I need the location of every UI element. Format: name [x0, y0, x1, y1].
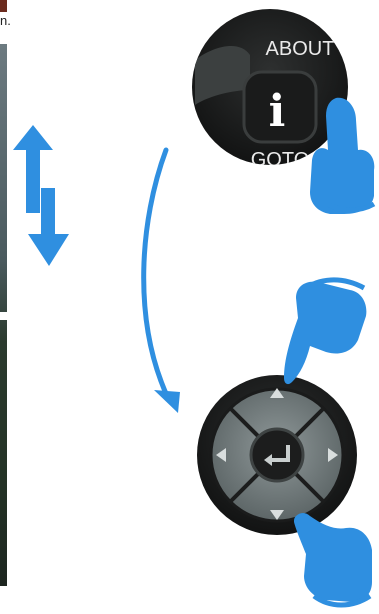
up-down-arrows-icon — [13, 125, 69, 266]
remote-info-button-closeup: i ABOUT GOTO — [192, 9, 348, 171]
goto-label: GOTO — [251, 149, 310, 171]
enter-button[interactable] — [251, 429, 303, 481]
pointing-hand-icon — [284, 280, 366, 384]
remote-dpad — [197, 375, 357, 535]
curved-arrow-icon — [144, 150, 180, 413]
pointing-hand-icon — [294, 513, 372, 605]
about-label: ABOUT — [266, 38, 335, 60]
info-glyph: i — [269, 86, 286, 137]
